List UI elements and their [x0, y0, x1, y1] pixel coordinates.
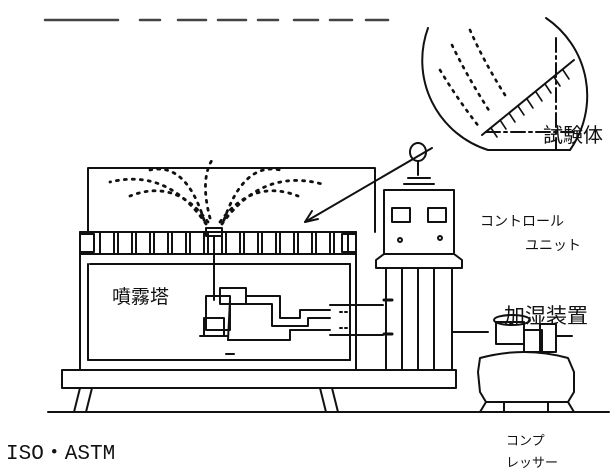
leader-arrow: [304, 210, 319, 223]
label-control-unit-line1: コントロール: [480, 214, 564, 230]
label-standard: ISO・ASTM: [6, 443, 116, 466]
label-compressor-line1: コンプ: [506, 434, 545, 449]
label-spray-tower: 噴霧塔: [112, 286, 170, 308]
tower-rim-blocks: [99, 231, 349, 255]
label-compressor-line2: レッサー: [506, 456, 559, 470]
label-control-unit-line2: ユニット: [525, 238, 581, 254]
label-humidifier: 加湿装置: [504, 304, 588, 328]
leader-line: [304, 147, 433, 223]
label-specimen: 試験体: [543, 123, 603, 147]
magnified-specimen-view: [421, 17, 589, 151]
internal-piping: [199, 287, 384, 355]
control-unit: [375, 142, 463, 371]
spray-nozzle-and-fog: [108, 158, 324, 301]
base-platform: [47, 369, 610, 413]
compressor: [477, 314, 575, 413]
spray-tower: [79, 167, 376, 371]
